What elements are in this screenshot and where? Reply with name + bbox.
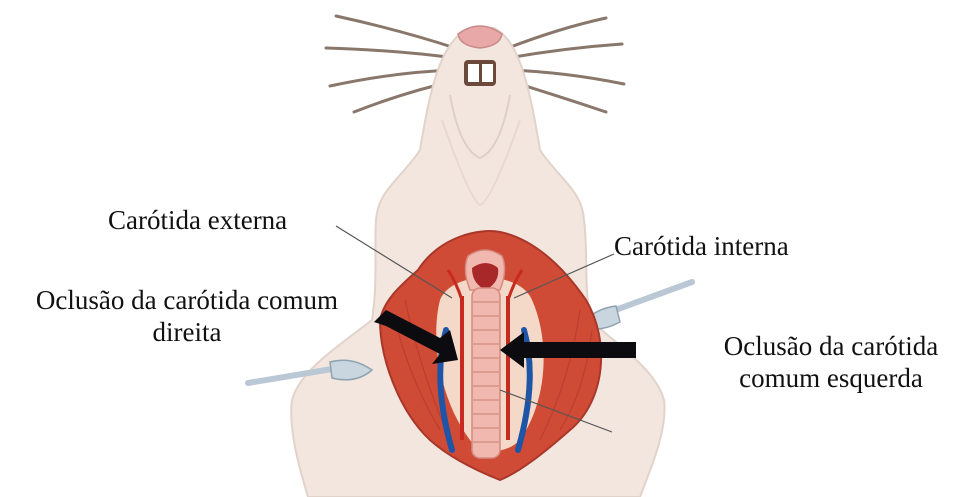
label-internal-carotid: Carótida interna bbox=[614, 230, 789, 262]
label-left-occlusion: Oclusão da carótida comum esquerda bbox=[700, 330, 962, 394]
label-right-occlusion-line1: Oclusão da carótida comum bbox=[6, 284, 368, 316]
trachea bbox=[472, 288, 500, 458]
label-left-occlusion-line1: Oclusão da carótida bbox=[700, 330, 962, 362]
teeth bbox=[464, 60, 496, 86]
label-external-carotid: Carótida externa bbox=[108, 204, 287, 236]
label-left-occlusion-line2: comum esquerda bbox=[700, 362, 962, 394]
label-right-occlusion: Oclusão da carótida comum direita bbox=[6, 284, 368, 348]
label-right-occlusion-line2: direita bbox=[6, 316, 368, 348]
